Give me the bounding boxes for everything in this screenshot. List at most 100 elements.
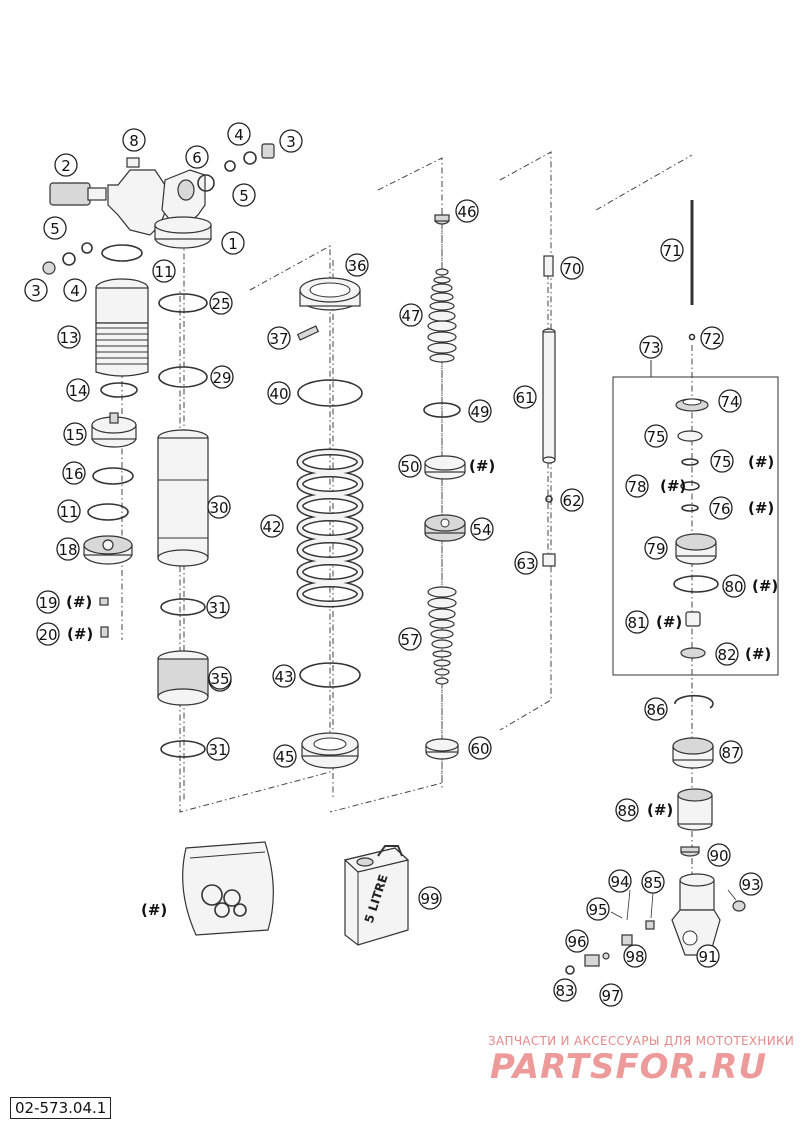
- callout-number: 4: [234, 126, 244, 144]
- callout-95: 95: [586, 897, 610, 921]
- callout-number: 45: [275, 748, 294, 766]
- callout-73: 73: [639, 335, 663, 359]
- ring-75-lower: [681, 504, 699, 512]
- callout-1: 1: [221, 231, 245, 255]
- callout-number: 78: [627, 478, 646, 496]
- callout-50: 50: [398, 454, 422, 478]
- callout-number: 5: [50, 220, 60, 238]
- part-73: [675, 398, 709, 412]
- callout-number: 81: [627, 614, 646, 632]
- callout-number: 87: [721, 744, 740, 762]
- nut-88: [680, 846, 700, 857]
- callout-2: 2: [54, 153, 78, 177]
- callout-4: 4: [63, 278, 87, 302]
- callout-number: 30: [209, 499, 228, 517]
- callout-number: 25: [211, 295, 230, 313]
- callout-number: 19: [38, 594, 57, 612]
- callout-number: 15: [65, 426, 84, 444]
- callout-number: 35: [210, 670, 229, 688]
- callout-number: 90: [709, 847, 728, 865]
- callout-number: 3: [31, 282, 41, 300]
- callout-number: 29: [212, 369, 231, 387]
- callout-number: 50: [400, 458, 419, 476]
- hash-mark: (#): [752, 577, 778, 595]
- callout-number: 96: [567, 933, 586, 951]
- piston-49: [424, 514, 466, 542]
- callout-75: 75: [710, 449, 734, 473]
- callout-number: 83: [555, 982, 574, 1000]
- part-97: [621, 934, 633, 946]
- callout-number: 40: [269, 385, 288, 403]
- ring-46: [423, 402, 461, 418]
- seal-kit-bag-99: [182, 841, 274, 936]
- bushing-80: [685, 611, 701, 627]
- callout-87: 87: [719, 740, 743, 764]
- callout-85: 85: [641, 870, 665, 894]
- body-30: [157, 429, 209, 567]
- callout-number: 91: [698, 948, 717, 966]
- callout-5: 5: [43, 216, 67, 240]
- callout-96: 96: [565, 929, 589, 953]
- callout-35: 35: [208, 666, 232, 690]
- group-box-72: [612, 376, 779, 676]
- hash-mark: (#): [469, 457, 495, 475]
- washer-57: [425, 738, 459, 760]
- ring-31-lower: [160, 740, 206, 758]
- callout-16: 16: [62, 461, 86, 485]
- ring-11-lower: [87, 503, 129, 521]
- washer-91: [732, 900, 746, 912]
- callout-number: 86: [646, 701, 665, 719]
- callout-number: 4: [70, 282, 80, 300]
- callout-number: 60: [470, 740, 489, 758]
- callout-76: 76: [709, 496, 733, 520]
- callout-number: 14: [68, 382, 87, 400]
- watermark: ЗАПЧАСТИ И АКСЕССУАРЫ ДЛЯ МОТОТЕХНИКИ PA…: [488, 1034, 794, 1087]
- callout-3: 3: [279, 129, 303, 153]
- nut-32: [157, 650, 209, 706]
- callout-81: 81: [625, 610, 649, 634]
- callout-number: 93: [741, 876, 760, 894]
- callout-8: 8: [122, 128, 146, 152]
- ring-37: [297, 379, 363, 407]
- callout-number: 31: [208, 599, 227, 617]
- callout-number: 3: [286, 133, 296, 151]
- callout-74: 74: [718, 389, 742, 413]
- ring-71: [688, 333, 696, 341]
- screw-36: [296, 325, 320, 341]
- callout-31: 31: [206, 595, 230, 619]
- callout-40: 40: [267, 381, 291, 405]
- callout-number: 99: [420, 890, 439, 908]
- callout-29: 29: [210, 365, 234, 389]
- watermark-top-line: ЗАПЧАСТИ И АКСЕССУАРЫ ДЛЯ МОТОТЕХНИКИ: [488, 1034, 794, 1048]
- callout-number: 46: [457, 203, 476, 221]
- callout-number: 61: [515, 389, 534, 407]
- callout-number: 70: [562, 260, 581, 278]
- callout-36: 36: [345, 253, 369, 277]
- valve-20: [100, 626, 109, 638]
- callout-3: 3: [24, 278, 48, 302]
- callout-number: 73: [641, 339, 660, 357]
- callout-number: 85: [643, 874, 662, 892]
- washer-74: [677, 430, 703, 442]
- callout-86: 86: [644, 697, 668, 721]
- piston-rod-60: [542, 328, 556, 464]
- callout-80: 80: [722, 574, 746, 598]
- callout-number: 6: [192, 149, 202, 167]
- reservoir-bellows-13: [95, 278, 149, 377]
- bumper-87: [677, 788, 713, 831]
- leader-lines: [610, 889, 737, 921]
- callout-4: 4: [227, 122, 251, 146]
- ring-25: [158, 293, 208, 313]
- hash-mark: (#): [647, 801, 673, 819]
- ball-96: [602, 952, 610, 960]
- callout-number: 36: [347, 257, 366, 275]
- callout-number: 76: [711, 500, 730, 518]
- callout-88: 88: [615, 798, 639, 822]
- washer-81: [680, 647, 706, 659]
- callout-number: 49: [470, 403, 489, 421]
- callout-15: 15: [63, 422, 87, 446]
- shim-stack-54: [427, 586, 457, 685]
- ring-31-upper: [160, 598, 206, 616]
- callout-94: 94: [608, 869, 632, 893]
